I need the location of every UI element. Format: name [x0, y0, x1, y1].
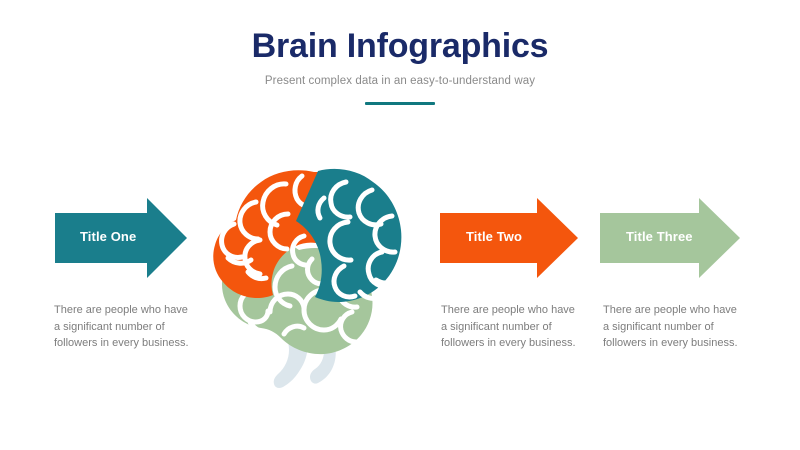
- step-three-description: There are people who have a significant …: [603, 304, 738, 350]
- step-two-description: There are people who have a significant …: [441, 304, 576, 350]
- step-one-description: There are people who have a significant …: [54, 304, 189, 350]
- frontal-lobe-region: [213, 170, 318, 298]
- step-arrow-one[interactable]: [55, 198, 187, 278]
- step-arrow-two[interactable]: [440, 198, 578, 278]
- arrow-shape: [55, 198, 187, 278]
- title-divider: [365, 101, 435, 105]
- page-title: Brain Infographics: [251, 27, 549, 65]
- brain-illustration: [213, 168, 402, 388]
- page-subtitle: Present complex data in an easy-to-under…: [264, 75, 536, 88]
- arrow-shape: [600, 198, 740, 278]
- step-arrow-three[interactable]: [600, 198, 740, 278]
- header: Brain Infographics Present complex data …: [0, 26, 800, 105]
- parietal-occipital-lobe-gyri: [315, 179, 399, 301]
- arrow-shape: [440, 198, 578, 278]
